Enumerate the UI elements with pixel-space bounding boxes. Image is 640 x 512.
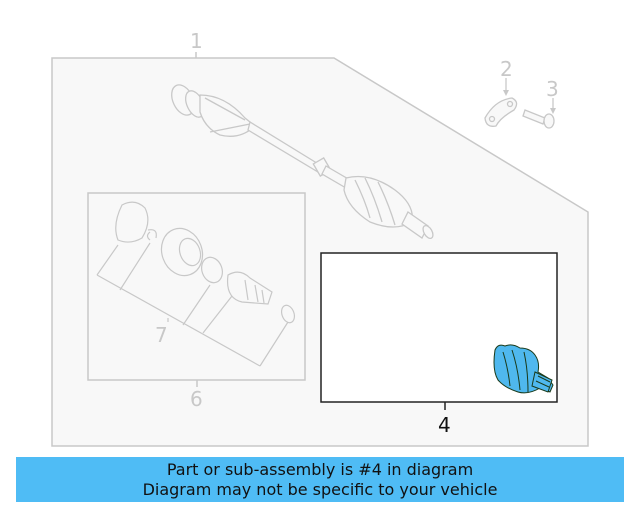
- banner-line-1: Part or sub-assembly is #4 in diagram: [166, 460, 474, 479]
- flange-plate-drawing: [484, 97, 518, 127]
- info-banner: Part or sub-assembly is #4 in diagram Di…: [16, 457, 624, 502]
- cv-joint-part-drawing[interactable]: [493, 344, 554, 394]
- bolt-drawing: [522, 109, 555, 129]
- callout-4[interactable]: 4: [438, 413, 451, 437]
- callout-2[interactable]: 2: [500, 57, 513, 81]
- banner-line-2: Diagram may not be specific to your vehi…: [142, 480, 498, 499]
- callout-1[interactable]: 1: [190, 29, 203, 53]
- repair-kit-parts-drawing: [115, 201, 296, 324]
- axle-shaft-drawing: [171, 84, 434, 240]
- callout-6[interactable]: 6: [190, 387, 203, 411]
- callout-3[interactable]: 3: [546, 77, 559, 101]
- callout-7[interactable]: 7: [155, 323, 168, 347]
